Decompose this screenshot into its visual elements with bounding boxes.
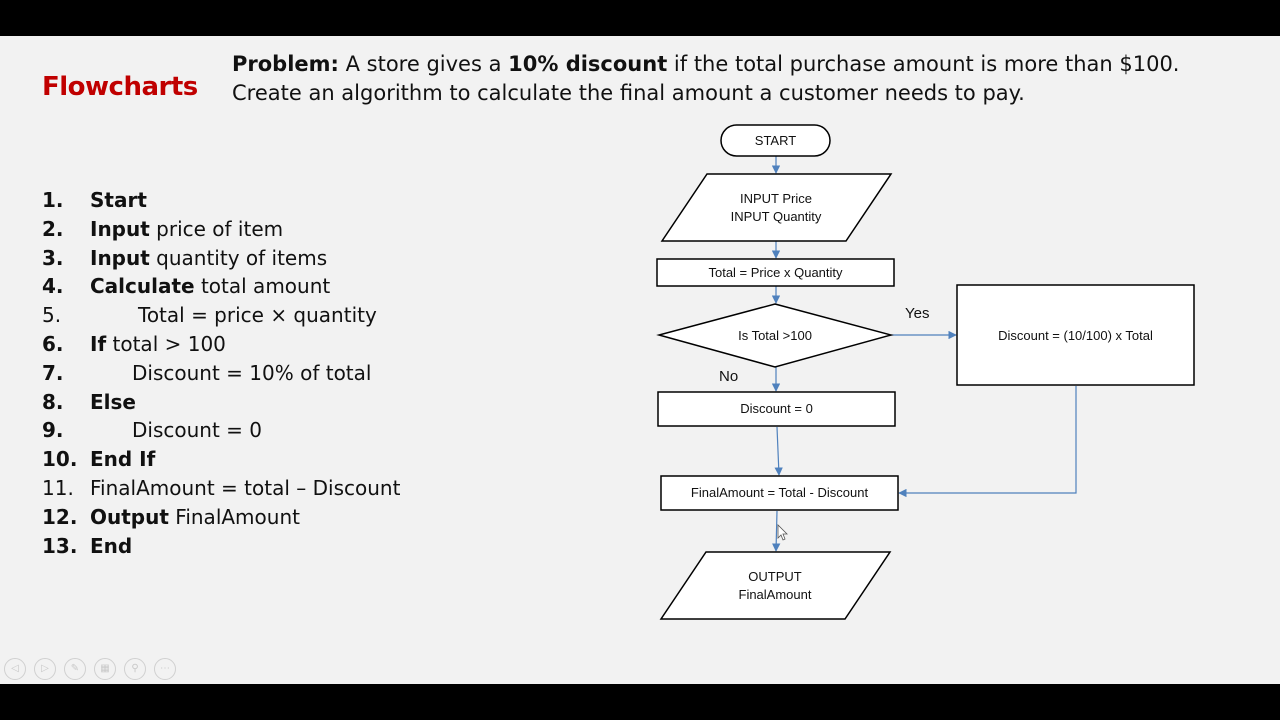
slide: Flowcharts Problem: A store gives a 10% …	[0, 36, 1280, 684]
step-item: 12.Output FinalAmount	[42, 504, 300, 529]
step-item: 3.Input quantity of items	[42, 245, 328, 270]
discount-no-label: Discount = 0	[740, 401, 813, 416]
calc-label: Total = Price x Quantity	[708, 265, 843, 280]
step-item: 11.FinalAmount = total – Discount	[42, 475, 401, 500]
connector-final-output	[771, 510, 781, 552]
start-terminal	[720, 124, 831, 157]
output-label-line2: FinalAmount	[739, 587, 812, 602]
step-item: 2.Input price of item	[42, 216, 284, 241]
step-item: 4.Calculate total amount	[42, 274, 331, 299]
problem-highlight: 10% discount	[508, 52, 668, 76]
final-label: FinalAmount = Total - Discount	[691, 485, 869, 500]
next-icon[interactable]: ▷	[34, 658, 56, 680]
zoom-icon[interactable]: ⚲	[124, 658, 146, 680]
no-label: No	[719, 368, 738, 385]
problem-label: Problem:	[232, 52, 339, 76]
problem-line2: Create an algorithm to calculate the fin…	[232, 81, 1025, 105]
connector-discount-final	[898, 386, 1077, 498]
decision-label: Is Total >100	[738, 328, 812, 343]
step-item: 1.Start	[42, 188, 147, 212]
calc-process	[656, 258, 895, 287]
discount-no-process	[657, 391, 896, 427]
problem-statement: Problem: A store gives a 10% discount if…	[232, 50, 1252, 108]
step-item: 8.Else	[42, 389, 136, 414]
slideshow-controls: ◁ ▷ ✎ ▦ ⚲ ⋯	[4, 658, 176, 680]
flowchart: START INPUT Price INPUT Quantity Total =…	[656, 124, 1195, 620]
step-item: 6.If total > 100	[42, 331, 226, 356]
previous-icon[interactable]: ◁	[4, 658, 26, 680]
step-item: 9.Discount = 0	[42, 418, 262, 443]
more-icon[interactable]: ⋯	[154, 658, 176, 680]
connector-nodiscount-final	[774, 426, 783, 476]
discount-yes-process	[956, 284, 1195, 386]
start-label: START	[755, 133, 796, 148]
final-process	[660, 475, 899, 511]
mouse-cursor-icon	[777, 524, 788, 541]
step-item: 7.Discount = 10% of total	[42, 360, 372, 385]
slide-title: Flowcharts	[42, 72, 198, 102]
step-item: 13.End	[42, 533, 133, 558]
problem-text-a: A store gives a	[338, 52, 509, 76]
algorithm-steps: 1.Start 2.Input price of item 3.Input qu…	[42, 186, 400, 560]
decision-diamond	[656, 303, 894, 368]
step-item: 10.End If	[42, 447, 156, 472]
pen-icon[interactable]: ✎	[64, 658, 86, 680]
input-parallelogram	[660, 173, 893, 242]
output-label-line1: OUTPUT	[748, 569, 802, 584]
discount-yes-label: Discount = (10/100) x Total	[998, 328, 1153, 343]
input-label-line2: INPUT Quantity	[731, 209, 822, 224]
yes-label: Yes	[905, 305, 929, 322]
output-parallelogram	[659, 551, 892, 620]
step-item: 5.Total = price × quantity	[42, 303, 377, 328]
connectors	[771, 156, 1077, 552]
problem-text-b: if the total purchase amount is more tha…	[667, 52, 1180, 76]
input-label-line1: INPUT Price	[740, 191, 812, 206]
slides-icon[interactable]: ▦	[94, 658, 116, 680]
